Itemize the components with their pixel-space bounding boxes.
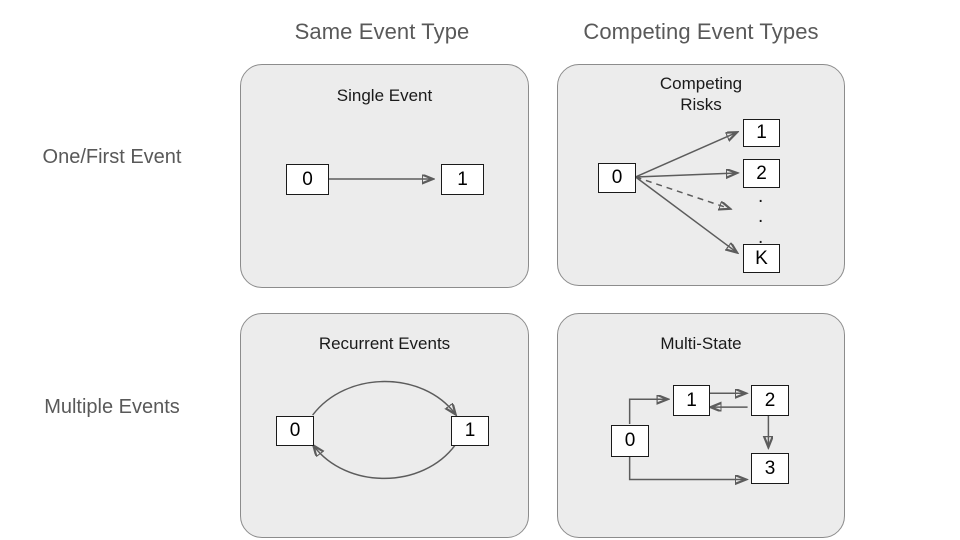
node-1[interactable]: 1 <box>673 385 710 416</box>
panel-title-competing-risks: Competing Risks <box>659 74 743 114</box>
panel-title-single-event: Single Event <box>336 86 433 105</box>
node-3[interactable]: 3 <box>751 453 789 484</box>
node-2[interactable]: 2 <box>751 385 789 416</box>
panel-recurrent-events: Recurrent Events 0 1 <box>240 313 529 538</box>
panel-multi-state: Multi-State 0 1 2 3 <box>557 313 845 538</box>
edges-competing-risks <box>635 65 844 285</box>
node-2[interactable]: 2 <box>743 159 780 188</box>
row-label-one-first-event: One/First Event <box>42 146 182 168</box>
edge-0-to-1-upper <box>312 380 456 416</box>
ellipsis-dot-3: . <box>758 227 764 248</box>
node-1[interactable]: 1 <box>441 164 484 195</box>
node-1[interactable]: 1 <box>743 119 780 147</box>
ellipsis-dot-1: . <box>758 186 764 207</box>
node-K[interactable]: K <box>743 244 780 273</box>
edge-1-to-0-lower <box>314 445 456 480</box>
node-0[interactable]: 0 <box>276 416 314 446</box>
edge-0-to-3 <box>628 455 746 480</box>
node-0[interactable]: 0 <box>286 164 329 195</box>
node-0[interactable]: 0 <box>598 163 636 193</box>
edge-0-to-1 <box>628 399 668 425</box>
column-header-same-event-type: Same Event Type <box>294 19 470 44</box>
row-label-multiple-events: Multiple Events <box>44 396 180 418</box>
node-1[interactable]: 1 <box>451 416 489 446</box>
edges-multi-state <box>628 314 844 537</box>
ellipsis-dot-2: . <box>758 206 764 227</box>
edge-0-to-2 <box>635 173 737 177</box>
panel-title-recurrent-events: Recurrent Events <box>318 334 451 353</box>
edge-0-to-ellipsis <box>635 176 730 209</box>
panel-single-event: Single Event 0 1 <box>240 64 529 288</box>
panel-title-multi-state: Multi-State <box>660 334 742 353</box>
node-0[interactable]: 0 <box>611 425 649 457</box>
edges-recurrent-events <box>241 380 528 480</box>
edge-0-to-K <box>635 176 737 252</box>
column-header-competing-event-types: Competing Event Types <box>583 19 819 44</box>
edge-0-to-1 <box>635 132 737 178</box>
edges-single-event <box>328 65 528 287</box>
panel-competing-risks: Competing Risks 0 1 2 K . . . <box>557 64 845 286</box>
